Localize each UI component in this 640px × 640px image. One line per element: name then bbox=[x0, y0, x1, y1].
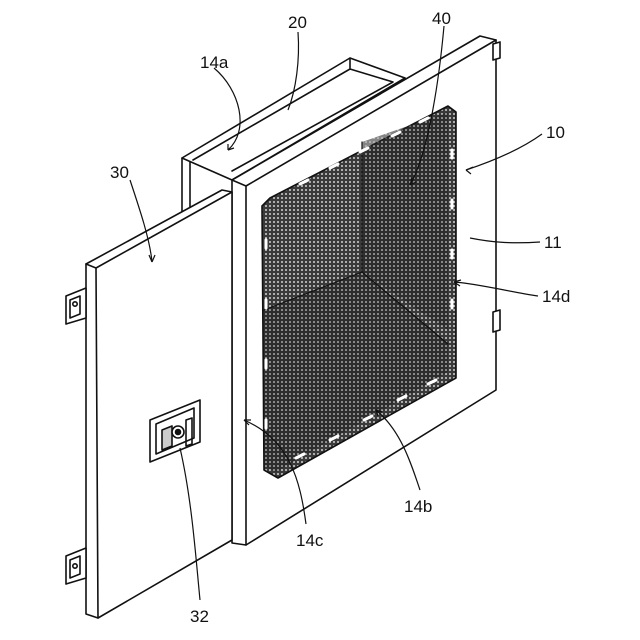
label-30: 30 bbox=[110, 163, 129, 182]
label-32: 32 bbox=[190, 607, 209, 626]
hinge-upper bbox=[66, 288, 86, 324]
hinge-lower bbox=[66, 548, 86, 584]
label-14c: 14c bbox=[296, 531, 324, 550]
label-40: 40 bbox=[432, 9, 451, 28]
label-20: 20 bbox=[288, 13, 307, 32]
label-14a: 14a bbox=[200, 53, 229, 72]
door bbox=[66, 190, 232, 618]
label-10: 10 bbox=[546, 123, 565, 142]
label-14d: 14d bbox=[542, 287, 570, 306]
label-11: 11 bbox=[544, 233, 562, 252]
label-14b: 14b bbox=[404, 497, 432, 516]
